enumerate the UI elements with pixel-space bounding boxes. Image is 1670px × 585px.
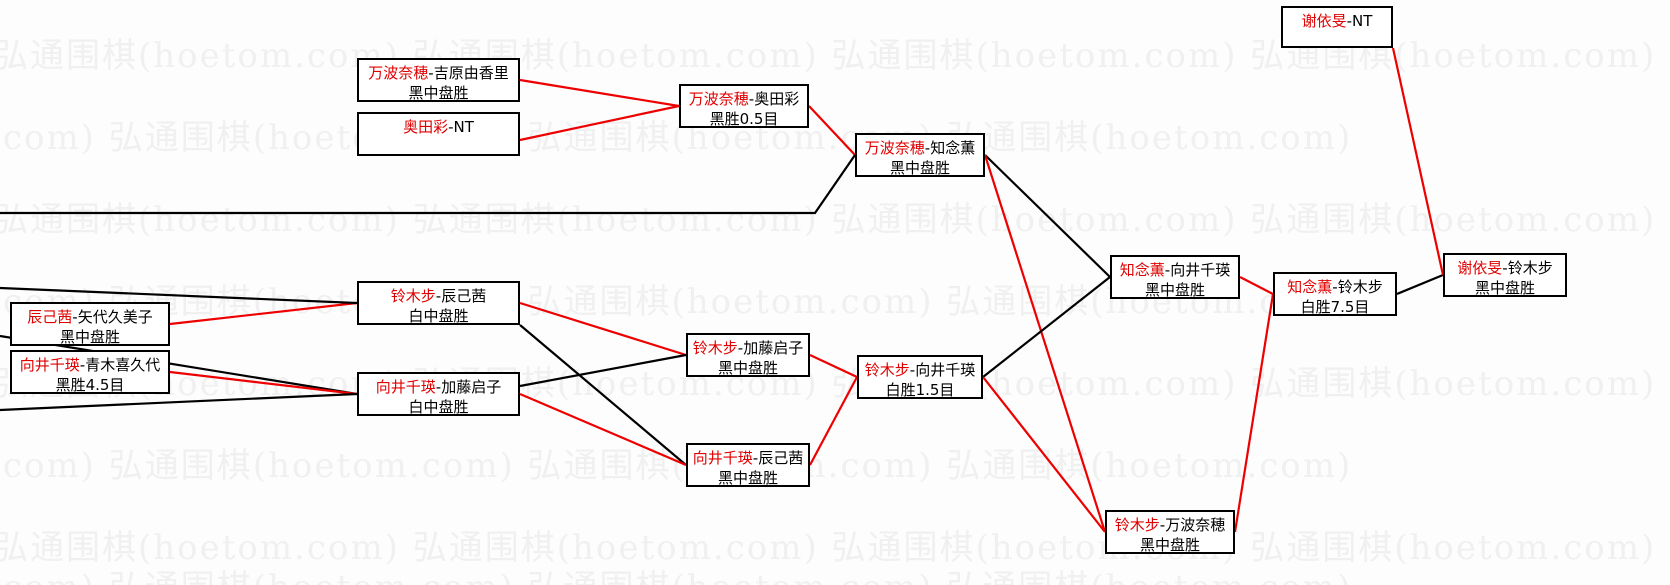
match-manami-chinen[interactable]: 万波奈穂-知念薫黑中盘胜 (855, 133, 985, 177)
match-xie-nt[interactable]: 谢依旻-NT (1281, 6, 1393, 48)
match-pairing: 知念薫-向井千瑛 (1112, 260, 1238, 280)
pairing-separator: - (737, 339, 744, 357)
match-result: 黑胜0.5目 (709, 110, 779, 129)
match-pairing: 向井千瑛-加藤启子 (359, 377, 518, 397)
match-suzuki-kato[interactable]: 铃木步-加藤启子黑中盘胜 (686, 333, 810, 377)
match-pairing: 向井千瑛-辰己茜 (688, 448, 808, 468)
match-result: 黑中盘胜 (408, 84, 469, 103)
match-pairing: 万波奈穂-知念薫 (857, 138, 983, 158)
match-mukai-aoki[interactable]: 向井千瑛-青木喜久代黑胜4.5目 (10, 350, 170, 394)
loser-name: NT (1352, 12, 1373, 30)
match-result: 白胜7.5目 (1300, 298, 1370, 317)
match-pairing: 铃木步-向井千瑛 (859, 360, 981, 380)
winner-name: 万波奈穂 (368, 64, 429, 82)
loser-name: 向井千瑛 (915, 361, 976, 379)
pairing-separator: - (435, 378, 442, 396)
pairing-separator: - (748, 90, 755, 108)
match-xie-suzuki[interactable]: 谢依旻-铃木步黑中盘胜 (1443, 253, 1567, 297)
match-tatsuki-suzuki[interactable]: 铃木步-辰己茜白中盘胜 (357, 281, 520, 325)
match-okuda-nt[interactable]: 奥田彩-NT (357, 112, 520, 156)
winner-name: 向井千瑛 (375, 378, 436, 396)
pairing-separator: - (1159, 516, 1166, 534)
match-result: 白中盘胜 (408, 398, 469, 417)
match-chinen-mukai[interactable]: 知念薫-向井千瑛黑中盘胜 (1110, 255, 1240, 299)
match-suzuki-manami[interactable]: 铃木步-万波奈穂黑中盘胜 (1105, 510, 1235, 554)
winner-name: 铃木步 (390, 287, 436, 305)
loser-name: NT (453, 118, 474, 136)
loser-name: 知念薫 (930, 139, 976, 157)
pairing-separator: - (752, 449, 759, 467)
pairing-separator: - (435, 287, 442, 305)
loser-name: 铃木步 (1507, 259, 1553, 277)
match-kato-mukai[interactable]: 向井千瑛-加藤启子白中盘胜 (357, 372, 520, 416)
winner-name: 谢依旻 (1301, 12, 1347, 30)
winner-name: 向井千瑛 (19, 356, 80, 374)
loser-name: 辰己茜 (441, 287, 487, 305)
match-pairing: 铃木步-加藤启子 (688, 338, 808, 358)
match-result: 黑中盘胜 (1139, 536, 1200, 555)
match-manami-okuda[interactable]: 万波奈穂-奥田彩黑胜0.5目 (679, 84, 809, 128)
match-result: 黑中盘胜 (1474, 279, 1535, 298)
winner-name: 万波奈穂 (688, 90, 749, 108)
pairing-separator: - (909, 361, 916, 379)
loser-name: 铃木步 (1337, 278, 1383, 296)
match-pairing: 铃木步-万波奈穂 (1107, 515, 1233, 535)
pairing-separator: - (1164, 261, 1171, 279)
winner-name: 知念薫 (1287, 278, 1333, 296)
pairing-separator: - (72, 308, 78, 326)
match-pairing: 向井千瑛-青木喜久代 (12, 355, 168, 375)
loser-name: 万波奈穂 (1165, 516, 1226, 534)
loser-name: 奥田彩 (754, 90, 800, 108)
winner-name: 铃木步 (692, 339, 738, 357)
match-pairing: 知念薫-铃木步 (1275, 277, 1395, 297)
loser-name: 向井千瑛 (1170, 261, 1231, 279)
winner-name: 铃木步 (1114, 516, 1160, 534)
pairing-separator: - (428, 64, 434, 82)
match-result: 黑中盘胜 (717, 469, 778, 488)
match-pairing: 奥田彩-NT (359, 117, 518, 137)
match-result: 黑胜4.5目 (55, 376, 125, 395)
winner-name: 奥田彩 (403, 118, 449, 136)
match-result: 黑中盘胜 (1144, 281, 1205, 300)
match-pairing: 万波奈穂-奥田彩 (681, 89, 807, 109)
match-result: 白中盘胜 (408, 307, 469, 326)
match-result: 黑中盘胜 (59, 328, 120, 347)
winner-name: 向井千瑛 (692, 449, 753, 467)
match-pairing: 谢依旻-铃木步 (1445, 258, 1565, 278)
match-result: 黑中盘胜 (717, 359, 778, 378)
loser-name: 吉原由香里 (433, 64, 509, 82)
winner-name: 谢依旻 (1457, 259, 1503, 277)
loser-name: 青木喜久代 (85, 356, 161, 374)
match-pairing: 辰己茜-矢代久美子 (12, 307, 168, 327)
winner-name: 铃木步 (864, 361, 910, 379)
pairing-separator: - (924, 139, 931, 157)
winner-name: 辰己茜 (27, 308, 73, 326)
winner-name: 万波奈穂 (864, 139, 925, 157)
match-manami-yoshihara[interactable]: 万波奈穂-吉原由香里黑中盘胜 (357, 58, 520, 102)
loser-name: 加藤启子 (441, 378, 502, 396)
pairing-separator: - (1346, 12, 1353, 30)
pairing-separator: - (448, 118, 454, 136)
pairing-separator: - (1332, 278, 1338, 296)
match-result: 白胜1.5目 (885, 381, 955, 400)
pairing-separator: - (1502, 259, 1508, 277)
match-suzuki-chinen[interactable]: 知念薫-铃木步白胜7.5目 (1273, 272, 1397, 316)
match-mukai-tatsuki[interactable]: 向井千瑛-辰己茜黑中盘胜 (686, 443, 810, 487)
match-pairing: 铃木步-辰己茜 (359, 286, 518, 306)
winner-name: 知念薫 (1119, 261, 1165, 279)
loser-name: 辰己茜 (758, 449, 804, 467)
loser-name: 矢代久美子 (77, 308, 153, 326)
loser-name: 加藤启子 (743, 339, 804, 357)
match-result: 黑中盘胜 (889, 159, 950, 178)
match-tatsuki-yashiro[interactable]: 辰己茜-矢代久美子黑中盘胜 (10, 302, 170, 346)
match-mukai-suzuki[interactable]: 铃木步-向井千瑛白胜1.5目 (857, 355, 983, 399)
match-pairing: 谢依旻-NT (1283, 11, 1391, 31)
match-pairing: 万波奈穂-吉原由香里 (359, 63, 518, 83)
